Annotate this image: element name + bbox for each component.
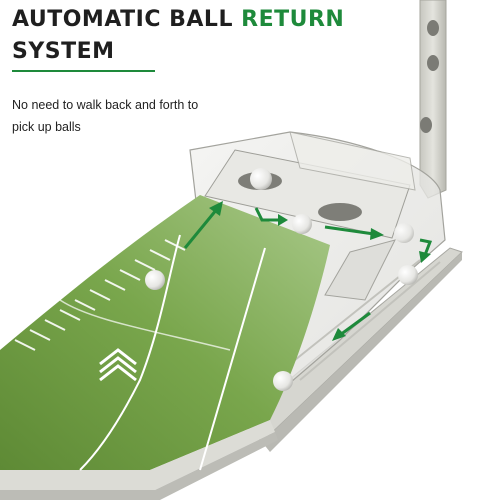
headline-part-3: SYSTEM [12, 39, 115, 64]
chevron-up-icon [99, 348, 137, 366]
pole-hole [427, 20, 439, 36]
golf-balls [145, 168, 418, 391]
chevron-up-icon [99, 356, 137, 374]
arrow-up-icon [183, 201, 223, 249]
golf-ball [273, 371, 293, 391]
headline-part-1: AUTOMATIC BALL [12, 7, 242, 32]
cup-hole [318, 203, 362, 221]
description: No need to walk back and forth to pick u… [12, 98, 199, 134]
arrow-turn-icon [254, 207, 288, 226]
putting-turf [0, 195, 330, 500]
headline-accent: RETURN [241, 7, 345, 32]
golf-ball [145, 270, 165, 290]
arrow-down-left-icon [332, 311, 371, 341]
headline-underline [12, 70, 155, 72]
direction-arrows [183, 201, 433, 341]
golf-ball [292, 214, 312, 234]
pole-hole [420, 117, 432, 133]
golf-ball [398, 265, 418, 285]
arrow-right-icon [324, 225, 384, 240]
chevron-up-icon [99, 364, 137, 382]
arrow-down-icon [419, 238, 433, 263]
headline: AUTOMATIC BALL RETURN SYSTEM [12, 4, 352, 68]
support-pole [419, 0, 447, 199]
golf-ball [394, 223, 414, 243]
golf-ball [250, 168, 272, 190]
pole-hole [427, 55, 439, 71]
